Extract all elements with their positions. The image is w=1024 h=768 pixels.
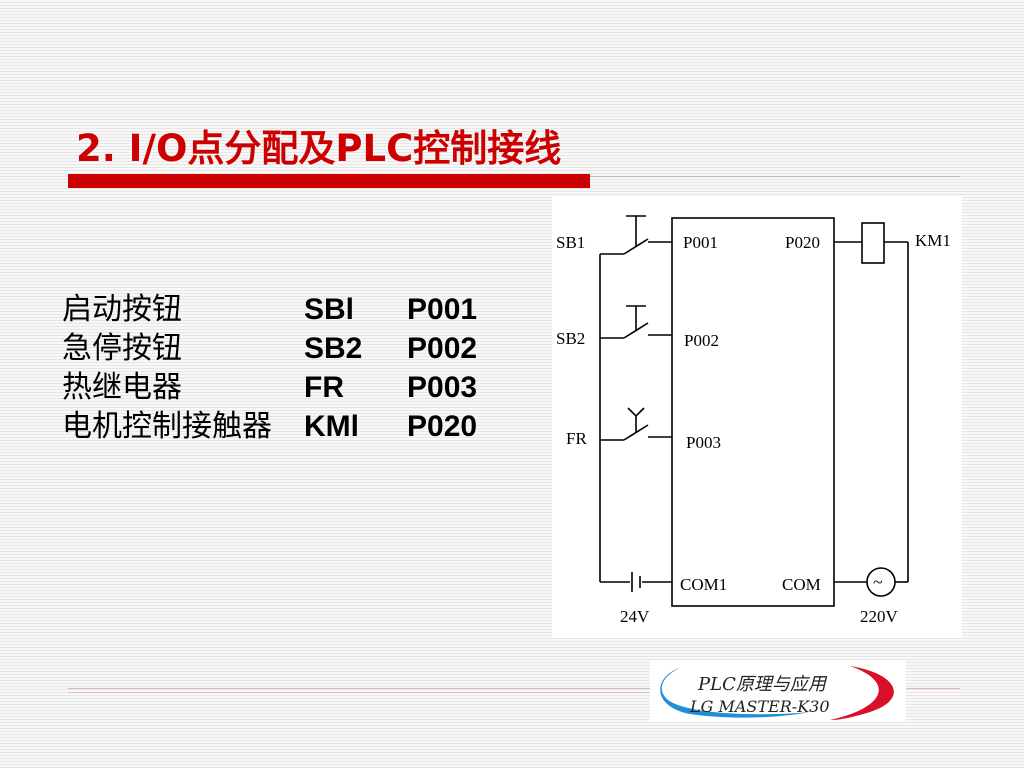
io-device-name: 电机控制接触器: [62, 409, 272, 444]
fr-thermal-symbol: [627, 407, 645, 418]
io-device-name: 热继电器: [62, 370, 182, 405]
ac-wave-symbol: ~: [873, 572, 883, 592]
fr-label: FR: [566, 429, 587, 448]
sb1-label: SB1: [556, 233, 585, 252]
p003-terminal-label: P003: [686, 433, 721, 452]
io-device-name: 启动按钮: [62, 292, 182, 327]
fr-contact-blade: [623, 424, 649, 441]
sb1-contact-blade: [623, 238, 649, 255]
sb2-contact-blade: [623, 322, 649, 339]
km1-coil: [861, 222, 885, 264]
dc-voltage-label: 24V: [620, 607, 650, 626]
logo-svg: PLC原理与应用 LG MASTER-K30: [660, 666, 894, 720]
p001-terminal-label: P001: [683, 233, 718, 252]
footer-rule-red: [68, 688, 650, 689]
io-address: P002: [407, 332, 478, 365]
ac-voltage-label: 220V: [860, 607, 899, 626]
wiring-diagram-svg: SB1 P001 SB2 P002 FR P003 P020 KM1 COM1 …: [556, 215, 951, 626]
title-underline-bar: [68, 174, 590, 188]
footer-rule-gray: [68, 692, 650, 693]
title-underline-rule: [590, 176, 960, 177]
course-logo: PLC原理与应用 LG MASTER-K30: [650, 660, 906, 722]
logo-text-line1: PLC原理与应用: [697, 674, 828, 695]
p002-terminal-label: P002: [684, 331, 719, 350]
io-address: P003: [407, 371, 478, 404]
footer-rule-right: [906, 688, 960, 689]
p020-terminal-label: P020: [785, 233, 820, 252]
sb2-label: SB2: [556, 329, 585, 348]
io-address: P020: [407, 410, 478, 443]
com-terminal-label: COM: [782, 575, 821, 594]
plc-wiring-diagram: SB1 P001 SB2 P002 FR P003 P020 KM1 COM1 …: [552, 196, 962, 638]
logo-swoosh-red: [830, 666, 894, 720]
io-device-name: 急停按钮: [62, 331, 182, 366]
com1-terminal-label: COM1: [680, 575, 727, 594]
io-device-code: SBl: [304, 293, 355, 326]
plc-box: [671, 217, 835, 607]
io-device-code: KMl: [304, 410, 359, 443]
io-device-code: FR: [304, 371, 344, 404]
slide-title: 2. I/O点分配及PLC控制接线: [76, 127, 562, 170]
io-device-code: SB2: [304, 332, 363, 365]
logo-text-line2: LG MASTER-K30: [689, 697, 830, 716]
io-address: P001: [407, 293, 478, 326]
km1-label: KM1: [915, 231, 951, 250]
